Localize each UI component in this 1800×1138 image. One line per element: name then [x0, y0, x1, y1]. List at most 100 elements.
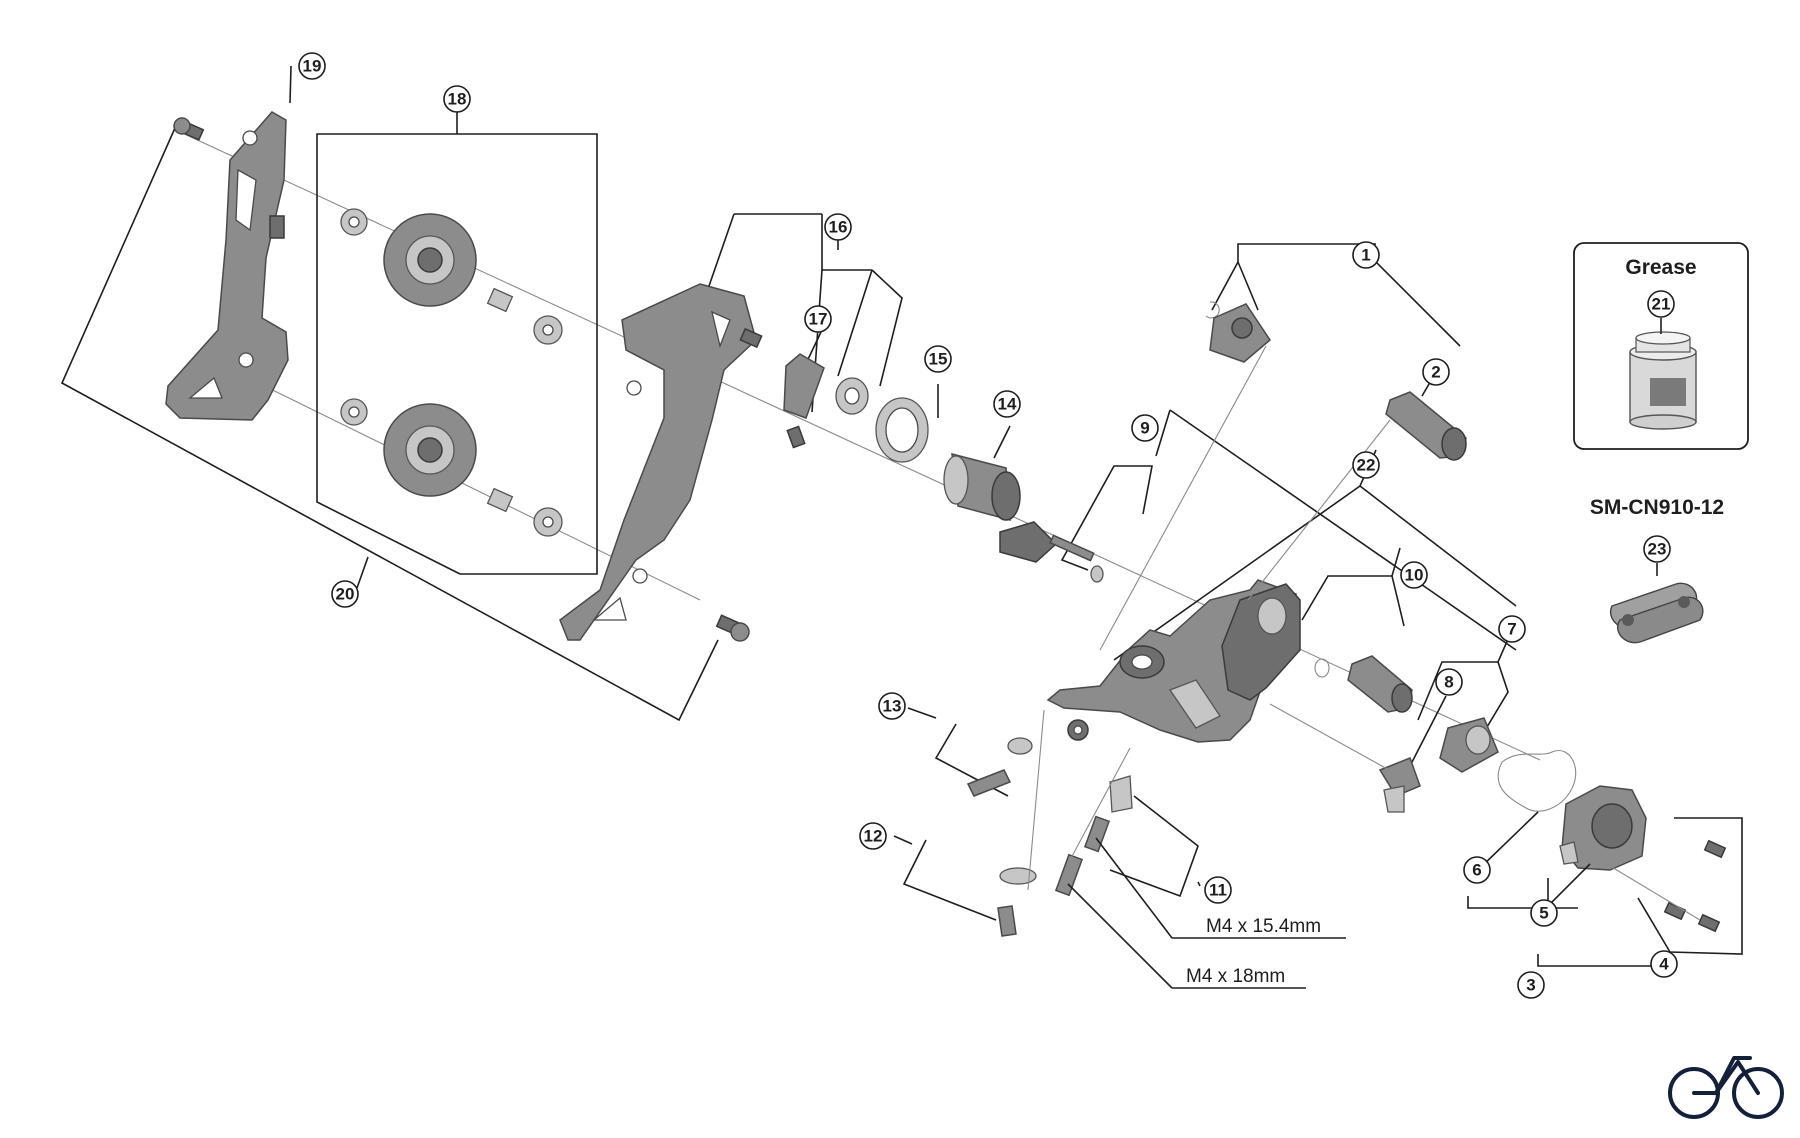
bracket-9-top: [1169, 409, 1517, 651]
svg-text:2: 2: [1431, 363, 1440, 382]
leader-11: [1197, 881, 1201, 887]
c-clip: [1205, 301, 1220, 319]
callout-6: 6: [1463, 856, 1491, 884]
bracket-3-4: [1537, 954, 1658, 967]
mounting-bolts-11: [1054, 775, 1133, 897]
b-tension-unit: [943, 452, 1021, 521]
cover-unit: [1559, 785, 1647, 871]
svg-text:17: 17: [809, 310, 828, 329]
callout-8: 8: [1435, 668, 1463, 696]
axis-line-5: [1269, 703, 1401, 777]
bracket-10-right: [1391, 575, 1405, 627]
leader-19: [289, 65, 292, 104]
bolt-short-leader: [1095, 837, 1173, 939]
callout-23: 23: [1643, 535, 1671, 563]
bracket-3-6: [1467, 896, 1578, 909]
callout-2: 2: [1422, 358, 1450, 386]
svg-text:4: 4: [1659, 955, 1669, 974]
svg-text:19: 19: [303, 57, 322, 76]
cage-bolt-bottom: [715, 614, 750, 642]
grease-jar: [1629, 331, 1697, 430]
inner-cage-plate: [165, 111, 289, 421]
callout-11: 11: [1204, 876, 1232, 904]
bracket-9: [1060, 465, 1153, 571]
callout-5: 5: [1530, 899, 1558, 927]
spring-washer-15: [835, 377, 869, 415]
bolt-12: [997, 867, 1037, 937]
bracket-7: [1417, 629, 1513, 721]
axis-line-4: [1069, 747, 1131, 861]
svg-text:16: 16: [829, 218, 848, 237]
svg-text:22: 22: [1357, 456, 1376, 475]
leader-13: [907, 707, 937, 719]
quick-link: [1609, 582, 1704, 644]
bracket-1-a: [1211, 261, 1239, 311]
callout-12: 12: [859, 822, 887, 850]
fixing-ring: [875, 397, 929, 463]
svg-text:23: 23: [1648, 540, 1667, 559]
bracket-1: [1237, 243, 1358, 262]
svg-text:6: 6: [1472, 861, 1481, 880]
leader-8: [1409, 695, 1447, 767]
callout-4: 4: [1650, 950, 1678, 978]
cable-fixing-unit: [1378, 757, 1421, 813]
callout-21: 21: [1647, 290, 1675, 318]
leader-12: [893, 835, 913, 845]
cover-screws: [1663, 839, 1727, 933]
derailleur-main-body: [1046, 579, 1301, 743]
axis-line-3: [1027, 709, 1045, 891]
callout-3: 3: [1517, 971, 1545, 999]
svg-text:21: 21: [1652, 295, 1671, 314]
svg-text:15: 15: [929, 350, 948, 369]
callout-7: 7: [1498, 615, 1526, 643]
pulley-drum: [1439, 717, 1499, 773]
svg-text:1: 1: [1361, 246, 1370, 265]
leader-6: [1479, 811, 1539, 869]
adjusting-spring-pin: [1385, 391, 1467, 461]
bracket-10-left: [1301, 547, 1401, 621]
callout-14: 14: [993, 390, 1021, 418]
leader-9: [1155, 409, 1171, 457]
svg-text:10: 10: [1405, 566, 1424, 585]
callout-13: 13: [878, 692, 906, 720]
b-axle-bolt-13: [966, 737, 1033, 797]
cage-bolt-top: [173, 117, 205, 141]
upper-pulley-assembly: [340, 208, 563, 345]
leader-16-left: [708, 213, 735, 287]
cable-adjust-bolt: [999, 521, 1095, 563]
lower-pulley-assembly: [340, 398, 563, 537]
bolt-label-long: M4 x 18mm: [1186, 966, 1285, 987]
bolt-label-short: M4 x 15.4mm: [1206, 916, 1321, 937]
svg-text:20: 20: [336, 585, 355, 604]
callout-19: 19: [298, 52, 326, 80]
callout-17: 17: [804, 305, 832, 333]
bracket-16-c: [871, 269, 903, 387]
bracket-18: [316, 133, 598, 575]
o-ring: [1314, 658, 1330, 678]
svg-text:3: 3: [1526, 976, 1535, 995]
bicycle-icon: [1668, 1056, 1784, 1119]
leader-20: [356, 556, 369, 589]
axis-line-2: [1247, 419, 1391, 601]
bracket-12: [902, 839, 997, 921]
leader-14: [993, 425, 1011, 459]
axis-line-6: [1599, 859, 1701, 921]
svg-text:14: 14: [998, 395, 1017, 414]
callout-9: 9: [1131, 414, 1159, 442]
leader-5: [1545, 863, 1591, 909]
svg-text:13: 13: [883, 697, 902, 716]
outer-cage-plate: [559, 283, 763, 641]
callout-20: 20: [331, 580, 359, 608]
bracket-20: [60, 127, 719, 722]
callout-22: 22: [1352, 451, 1380, 479]
svg-text:7: 7: [1507, 620, 1516, 639]
bracket-16-b: [837, 269, 873, 377]
svg-text:12: 12: [864, 827, 883, 846]
bracket-1-b: [1237, 261, 1259, 311]
callout-18: 18: [443, 85, 471, 113]
small-o-ring: [1090, 565, 1104, 583]
bolt-long-leader: [1067, 883, 1173, 989]
cage-stop-pin: [783, 353, 825, 449]
svg-text:5: 5: [1539, 904, 1548, 923]
